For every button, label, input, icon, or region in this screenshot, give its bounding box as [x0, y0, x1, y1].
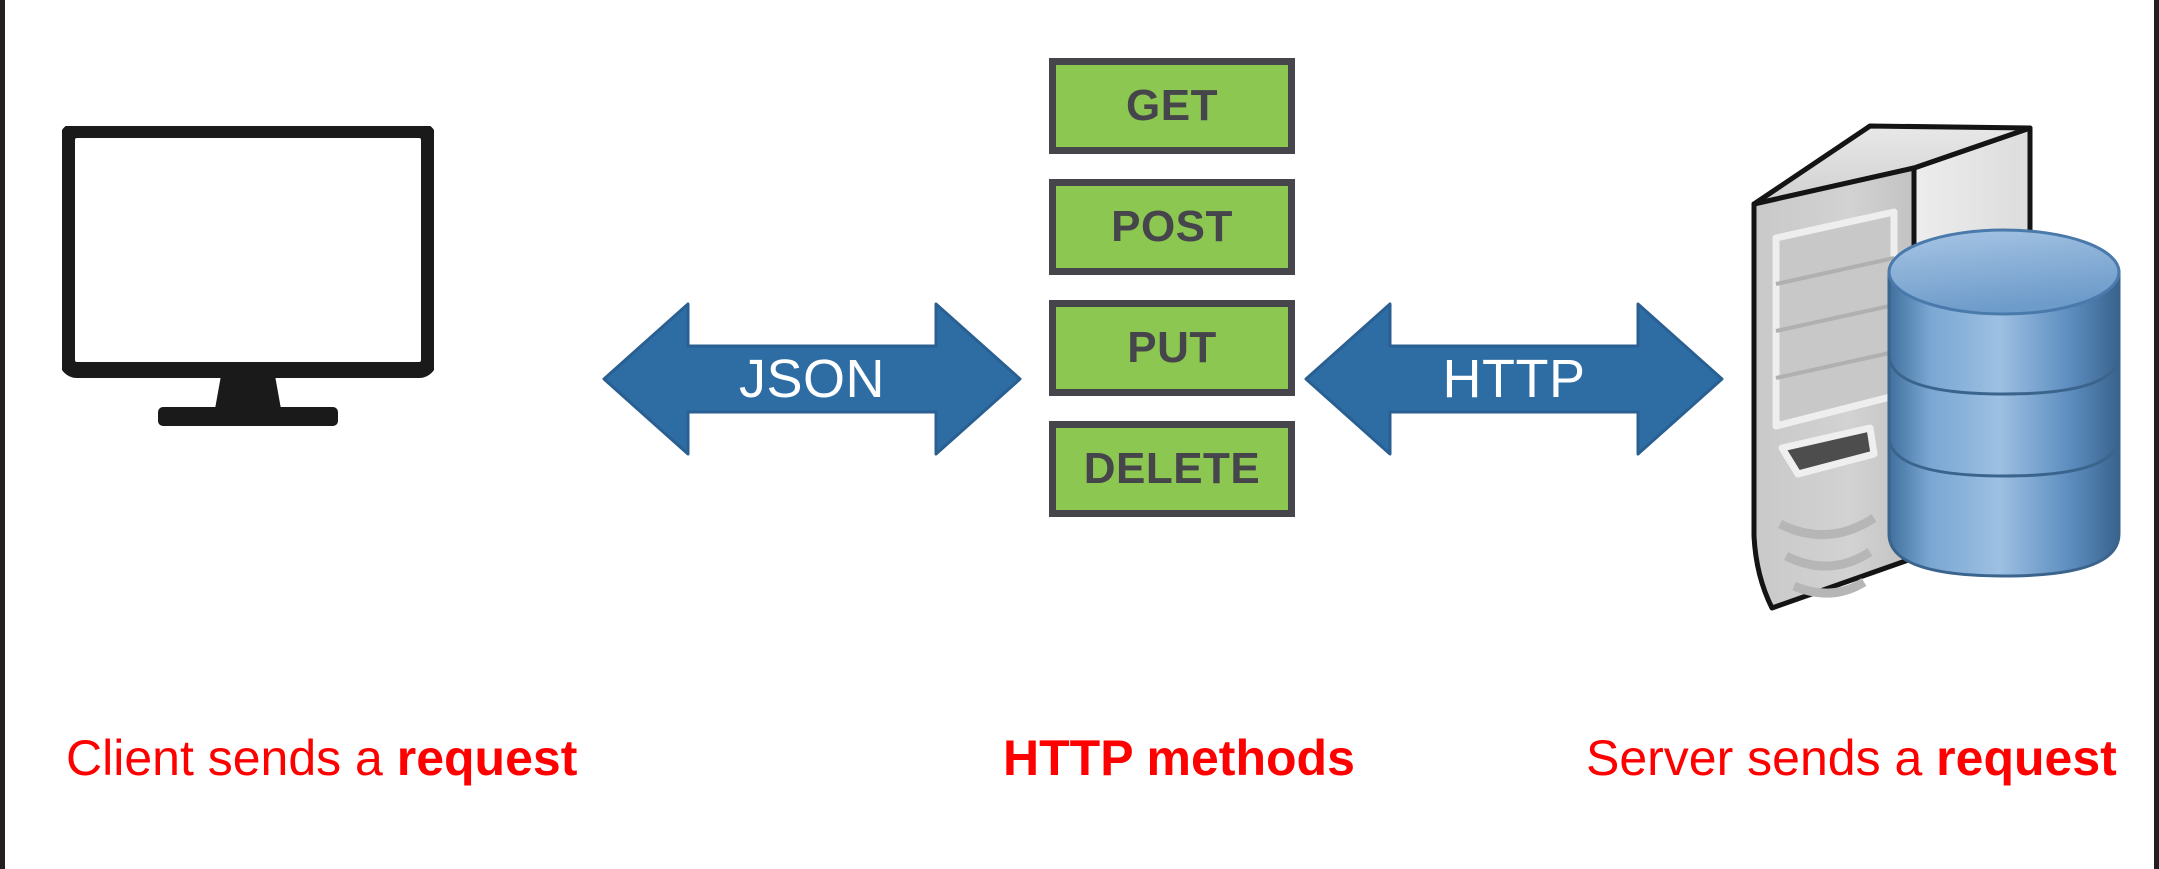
server-caption: Server sends a request [1586, 729, 2117, 787]
method-box-post[interactable]: POST [1049, 179, 1295, 275]
computer-monitor-icon [59, 122, 437, 431]
client-caption-text: Client sends a [66, 730, 397, 786]
frame-edge-left [0, 0, 5, 869]
http-arrow: HTTP [1304, 296, 1724, 462]
server-caption-text: Server sends a [1586, 730, 1937, 786]
client-caption-bold: request [396, 730, 578, 786]
frame-edge-right [2154, 0, 2159, 869]
json-arrow: JSON [602, 296, 1022, 462]
method-box-delete[interactable]: DELETE [1049, 421, 1295, 517]
method-box-put[interactable]: PUT [1049, 300, 1295, 396]
server-database-icon [1742, 106, 2159, 636]
methods-caption: HTTP methods [1003, 730, 1355, 786]
server-caption-bold: request [1936, 730, 2117, 786]
client-caption: Client sends a request [66, 729, 577, 787]
method-box-get[interactable]: GET [1049, 58, 1295, 154]
